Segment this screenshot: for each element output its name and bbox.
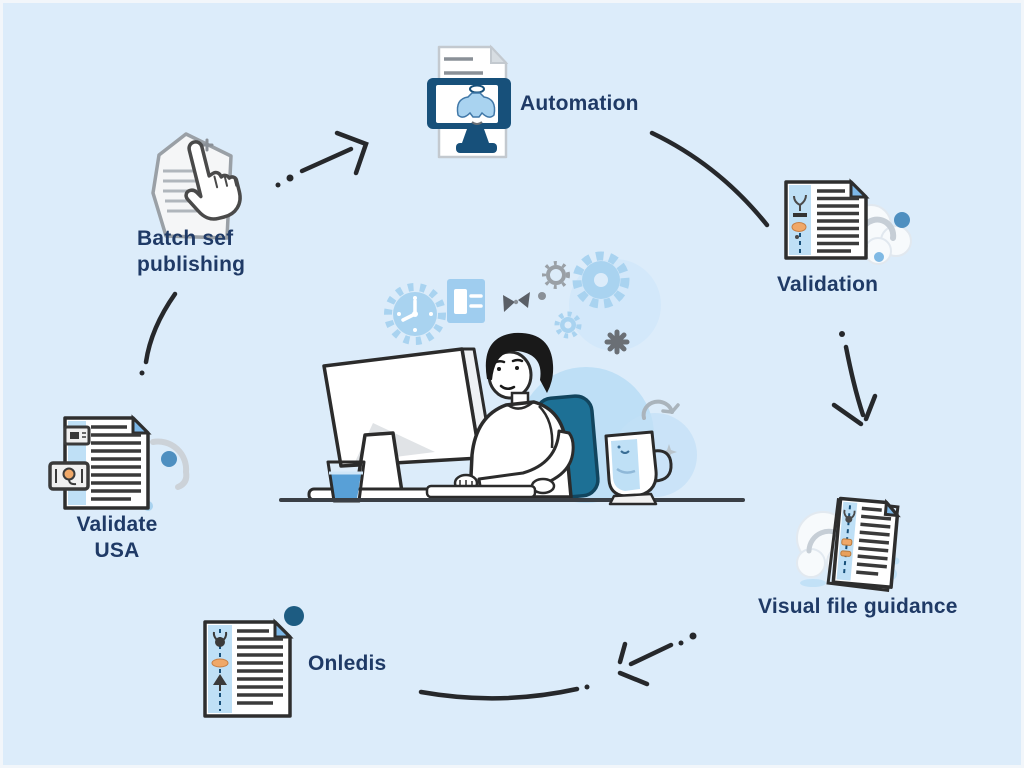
monitor-document-icon [427, 44, 511, 159]
badge-small [63, 425, 91, 446]
clock-gear-icon [384, 283, 446, 345]
small-blue-gear-icon [554, 311, 582, 339]
sparkle-icon [661, 444, 677, 460]
flow-arrows [139, 130, 878, 701]
document-marker-dot-icon [203, 606, 304, 718]
hand-pointer-document-icon [151, 132, 242, 240]
asterisk-gear-icon [604, 329, 630, 355]
batch-publishing-label: Batch sef publishing [137, 227, 246, 276]
arrow-guidance-to-onledis [418, 632, 697, 701]
document-badges-icon [48, 414, 190, 511]
gears-decoration [384, 251, 630, 355]
badge-large [48, 461, 90, 491]
document-checklist-cloud-icon [784, 178, 912, 265]
arrow-automation-to-validation [649, 130, 770, 228]
person [453, 332, 575, 499]
mug [604, 399, 680, 506]
document-stack-cloud-icon [796, 496, 901, 593]
small-gray-gear-icon [542, 261, 570, 289]
validation-label: Validation [777, 273, 879, 296]
visual-file-guidance-label: Visual file guidance [758, 595, 958, 618]
arrow-batch-to-automation [275, 130, 369, 188]
arrow-batch-to-validate-usa [139, 291, 178, 376]
hand-pointer-icon [184, 140, 242, 221]
cup [326, 460, 366, 503]
gray-dot [538, 292, 546, 300]
arrow-validation-to-guidance [831, 331, 878, 427]
big-blue-gear-icon [572, 251, 630, 309]
scene-layer [139, 130, 878, 701]
validate-usa-label: Validate USA [76, 513, 158, 562]
list-card-icon [447, 279, 485, 323]
bowtie-icon [503, 292, 530, 312]
keyboard [425, 484, 537, 499]
onledis-label: Onledis [308, 652, 387, 675]
refresh-arrow-icon [641, 399, 674, 420]
automation-label: Automation [520, 92, 639, 115]
